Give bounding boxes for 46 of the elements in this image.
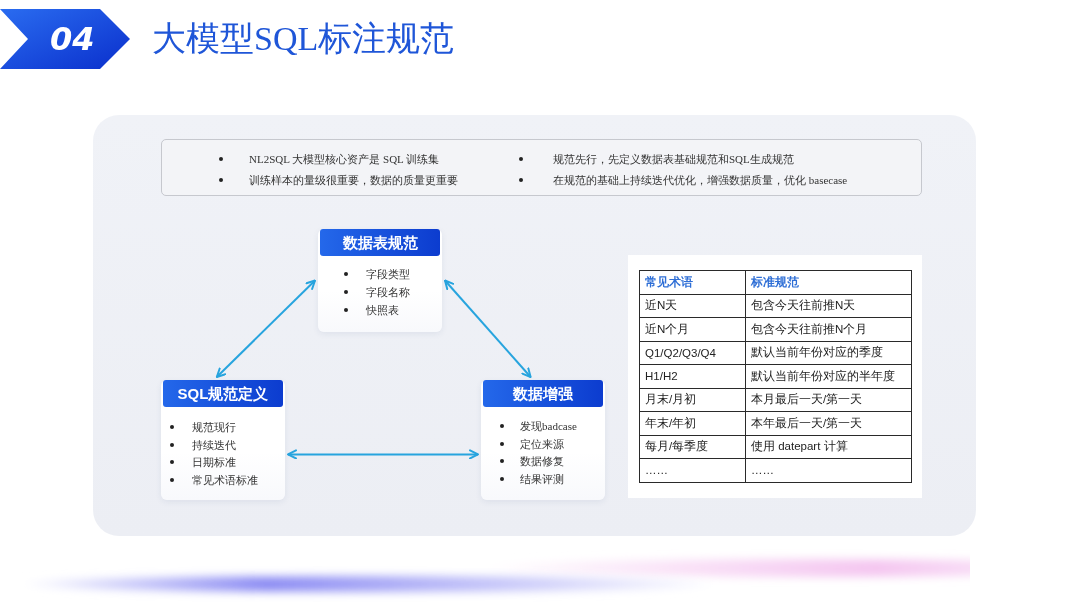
chevron-badge (0, 9, 130, 69)
table-cell: 默认当前年份对应的半年度 (745, 364, 912, 388)
bullet-text: 数据修复 (520, 454, 564, 470)
bullet-text: 字段名称 (366, 285, 410, 300)
table-cell: 默认当前年份对应的季度 (745, 341, 912, 365)
card-heading: 数据增强 (483, 380, 603, 407)
bullet-text: 在规范的基础上持续迭代优化，增强数据质量，优化 basecase (553, 173, 848, 188)
summary-box (161, 139, 922, 196)
title: 大模型SQL标注规范 (152, 19, 455, 59)
bullet-text: 规范先行，先定义数据表基础规范和SQL生成规范 (553, 152, 794, 167)
bullet-text: 结果评测 (520, 472, 564, 488)
bullet-text: 快照表 (366, 303, 399, 318)
table-cell: 包含今天往前推N天 (745, 294, 912, 318)
card (481, 380, 605, 500)
bullet-text: 定位来源 (520, 436, 564, 452)
table-cell: 近N个月 (639, 317, 746, 341)
header-cell: 常见术语 (639, 270, 746, 294)
bullet-text: 日期标准 (192, 455, 236, 471)
bullet-text: 规范现行 (192, 420, 236, 435)
table-cell: 年末/年初 (639, 411, 746, 435)
bullet-text: 常见术语标准 (192, 473, 258, 489)
card-heading: 数据表规范 (320, 229, 440, 256)
table-cell: 月末/月初 (639, 388, 746, 412)
header-cell: 标准规范 (745, 270, 912, 294)
card-heading: SQL规范定义 (163, 380, 283, 407)
arrow (444, 279, 532, 378)
arrow (215, 279, 316, 378)
table-cell: Q1/Q2/Q3/Q4 (639, 341, 746, 365)
bullet-text: 训练样本的量级很重要，数据的质量更重要 (249, 173, 458, 188)
table-cell: …… (745, 458, 912, 482)
card (161, 380, 285, 500)
bullet-text: 发现badcase (520, 419, 577, 434)
table-cell: 本月最后一天/第一天 (745, 388, 912, 412)
table-cell: H1/H2 (639, 364, 746, 388)
bullet-text: NL2SQL 大模型核心资产是 SQL 训练集 (249, 152, 440, 167)
section-number: 04 (50, 20, 95, 58)
table-cell: 近N天 (639, 294, 746, 318)
card (318, 229, 442, 332)
table-cell: 本年最后一天/第一天 (745, 411, 912, 435)
arrow (287, 449, 479, 460)
table-cell: …… (639, 458, 746, 482)
table-cell: 使用 datepart 计算 (745, 435, 912, 459)
table-cell: 每月/每季度 (639, 435, 746, 459)
bullet-text: 字段类型 (366, 267, 410, 282)
bullet-text: 持续迭代 (192, 437, 236, 453)
table-cell: 包含今天往前推N个月 (745, 317, 912, 341)
